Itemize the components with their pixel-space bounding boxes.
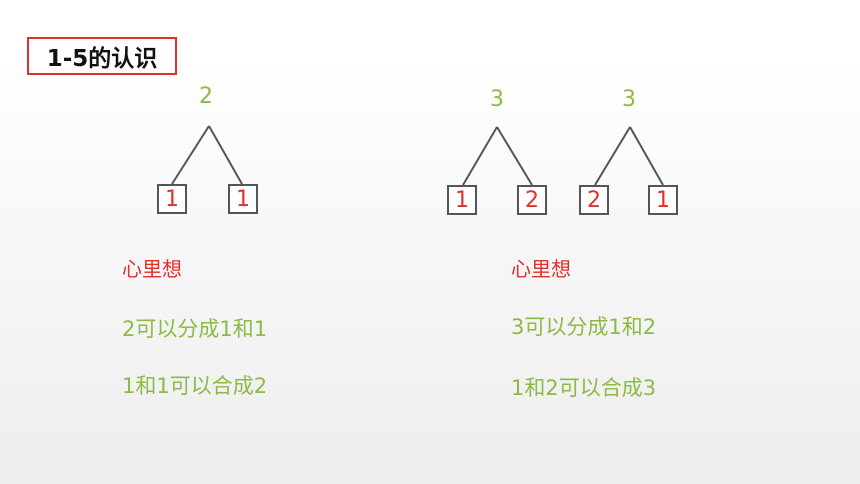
group2-think-label: 心里想	[511, 257, 571, 281]
tree1-right-branch	[208, 125, 243, 185]
page-title: 1-5的认识	[27, 37, 177, 75]
group2-line2: 1和2可以合成3	[511, 376, 657, 400]
tree3-top-number: 3	[622, 87, 636, 112]
tree2-left-branch	[462, 126, 498, 186]
tree1-left-box: 1	[157, 184, 187, 214]
tree3-left-box: 2	[579, 185, 609, 215]
group2-line1: 3可以分成1和2	[511, 315, 657, 339]
tree1-left-branch	[171, 125, 210, 185]
tree2-left-box: 1	[447, 185, 477, 215]
tree1-top-number: 2	[199, 84, 213, 109]
tree2-top-number: 3	[490, 87, 504, 112]
tree1-right-box: 1	[228, 184, 258, 214]
tree3-left-branch	[594, 126, 631, 186]
tree3-right-branch	[629, 126, 664, 186]
group1-line1: 2可以分成1和1	[122, 317, 268, 341]
group1-line2: 1和1可以合成2	[122, 374, 268, 398]
tree2-right-box: 2	[517, 185, 547, 215]
tree3-right-box: 1	[648, 185, 678, 215]
tree2-right-branch	[496, 126, 533, 186]
group1-think-label: 心里想	[122, 257, 182, 281]
